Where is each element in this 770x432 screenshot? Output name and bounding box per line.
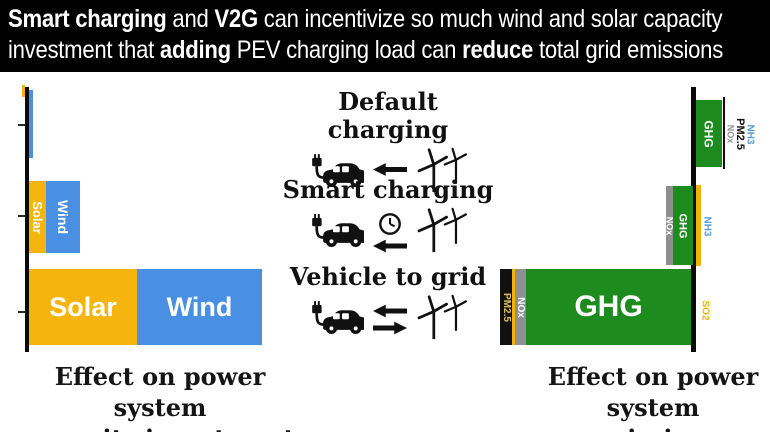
title-seg: total grid emissions — [533, 36, 724, 64]
title-seg: can incentivize so much wind and solar c… — [257, 5, 723, 33]
title-seg: investment that — [7, 36, 160, 64]
emissions-bar-v2g-ghg: GHG — [526, 269, 691, 345]
title-line-2: investment that adding PEV charging load… — [0, 35, 723, 66]
emissions-caption-line1: Effect on power — [547, 362, 759, 391]
emissions-bar-smart-ghg: GHG — [673, 186, 693, 265]
nox-bar-label: NOx — [515, 296, 526, 318]
wind-turbines-icon — [416, 294, 468, 345]
emissions-bar-v2g-pm25: PM2.5 — [500, 269, 512, 345]
solar-bar-label: Solar — [30, 200, 46, 234]
pm25-bar-label: PM2.5 — [500, 292, 512, 322]
capacity-axis-tick — [18, 215, 25, 217]
emissions-bar-smart-so2 — [696, 185, 701, 266]
title-seg: adding — [159, 36, 231, 64]
nh3-label: NH3 — [701, 215, 713, 237]
so2-label: SO2 — [699, 299, 711, 321]
capacity-bar-smart-wind: Wind — [46, 181, 80, 253]
arrow-right-icon — [373, 321, 407, 334]
title-seg: and — [166, 5, 215, 33]
ev-car-icon — [308, 151, 368, 194]
capacity-axis-tick — [18, 311, 25, 313]
solar-bar-label: Solar — [49, 291, 117, 322]
title-seg: Smart charging — [7, 5, 167, 33]
capacity-bar-v2g-solar: Solar — [29, 269, 137, 345]
capacity-caption-line2: capacity investment — [10, 423, 310, 432]
ev-car-icon — [308, 298, 368, 341]
arrow-left-icon — [373, 162, 407, 182]
emissions-axis — [691, 87, 696, 352]
scenario-icons — [281, 294, 495, 345]
capacity-caption: Effect on power system capacity investme… — [10, 361, 310, 432]
capacity-bar-default-wind — [29, 90, 33, 158]
capacity-caption-line1: Effect on power system — [54, 362, 266, 422]
scenario-title: Smart charging — [282, 175, 494, 204]
ghg-bar-label: GHG — [677, 212, 689, 239]
capacity-axis — [25, 87, 29, 352]
scenario-title: Vehicle to grid — [289, 262, 487, 291]
wind-bar-label: Wind — [166, 291, 233, 322]
emissions-bar-default-ghg: GHG — [696, 100, 722, 167]
title-seg: V2G — [214, 5, 258, 33]
title-line-1: Smart charging and V2G can incentivize s… — [0, 4, 723, 35]
clock-and-arrow-icon — [373, 212, 407, 253]
title-banner: Smart charging and V2G can incentivize s… — [0, 0, 770, 72]
pm25-label: PM2.5 — [733, 118, 746, 150]
nh3-label: NH3 — [744, 123, 756, 145]
wind-turbines-icon — [416, 207, 468, 258]
arrow-left-icon — [373, 304, 407, 317]
ghg-bar-label: GHG — [702, 119, 716, 148]
scenario-default-charging: Default charging — [281, 88, 495, 196]
capacity-bar-v2g-wind: Wind — [137, 269, 262, 345]
wind-turbines-icon — [416, 147, 468, 198]
scenario-title: Default charging — [327, 87, 449, 144]
title-seg: PEV charging load can — [230, 36, 463, 64]
capacity-bar-smart-solar: Solar — [29, 181, 46, 253]
capacity-bar-default-solar — [22, 85, 25, 97]
scenario-smart-charging: Smart charging — [281, 176, 495, 256]
arrow-left-icon — [373, 239, 407, 252]
capacity-axis-tick — [18, 124, 25, 126]
title-seg: reduce — [462, 36, 534, 64]
clock-icon — [379, 212, 401, 235]
scenario-icons — [281, 207, 495, 258]
emissions-caption: Effect on power system emissions — [540, 361, 766, 432]
nox-bar-label: NOx — [664, 216, 675, 235]
ev-car-icon — [308, 211, 368, 254]
emissions-bar-default-pm25-edge — [723, 97, 725, 169]
emissions-bar-v2g-so2 — [512, 269, 515, 345]
scenario-icons — [281, 147, 495, 198]
emissions-caption-line2: system emissions — [587, 393, 720, 432]
bidirectional-arrows-icon — [373, 304, 407, 335]
wind-bar-label: Wind — [55, 199, 71, 235]
ghg-bar-label: GHG — [574, 290, 643, 323]
emissions-bar-v2g-nox: NOx — [515, 269, 526, 345]
scenario-vehicle-to-grid: Vehicle to grid — [281, 263, 495, 343]
